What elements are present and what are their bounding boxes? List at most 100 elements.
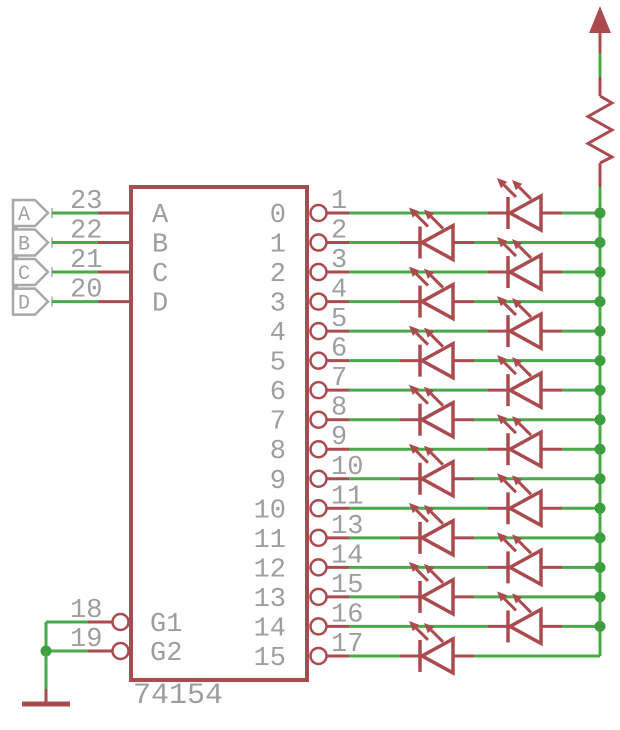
emission-arrow-shaft — [430, 215, 445, 230]
pin-number-label: 7 — [331, 364, 347, 394]
pin-number-label: 9 — [331, 423, 347, 453]
pin-number-label: 13 — [331, 512, 363, 542]
emission-arrow-head — [424, 268, 435, 279]
led-icon — [409, 502, 455, 558]
emission-arrow-head — [512, 180, 523, 191]
pin-number-label: 15 — [331, 571, 363, 601]
led-icon — [497, 355, 543, 411]
led-icon — [409, 207, 455, 263]
pin-number-label: 22 — [70, 217, 102, 247]
junction-dot — [594, 473, 606, 485]
junction-dot — [594, 207, 606, 219]
output-led-rows — [309, 178, 606, 676]
pin-number-label: 11 — [331, 482, 363, 512]
led-icon — [497, 591, 543, 647]
pin-number-label: 16 — [331, 600, 363, 630]
emission-arrow-head — [409, 620, 420, 632]
pin-number-label: 21 — [70, 246, 102, 276]
emission-arrow-head — [409, 325, 420, 336]
output-row-11 — [309, 473, 606, 529]
led-triangle — [418, 340, 455, 381]
connector-flag-icon — [11, 198, 50, 228]
pin-number-label: 17 — [331, 630, 363, 660]
resistor-icon — [584, 94, 616, 165]
emission-arrow-shaft — [503, 479, 518, 494]
input-connector-c: C — [11, 257, 131, 287]
connector-flag-icon — [11, 287, 50, 316]
ic-pin-name-label: 9 — [270, 467, 286, 497]
inverter-bubble-icon — [309, 380, 328, 400]
junction-dot — [594, 620, 606, 632]
ic-pin-name-label: 10 — [254, 496, 286, 526]
ic-pin-name-label: 4 — [270, 319, 286, 349]
inverter-bubble-icon — [309, 469, 328, 489]
output-row-7 — [309, 355, 606, 411]
junction-dot — [594, 325, 606, 337]
emission-arrow-head — [497, 532, 508, 543]
enable-ground-section — [22, 612, 130, 707]
ic-name-label: 74154 — [133, 679, 223, 713]
emission-arrow-shaft — [415, 508, 430, 523]
emission-arrow-head — [424, 209, 435, 220]
led-triangle — [506, 311, 543, 352]
ic-pin-name-label: G2 — [150, 639, 182, 669]
inverter-bubble-icon — [309, 617, 328, 636]
led-triangle — [506, 370, 543, 411]
ic-pin-name-label: C — [152, 260, 168, 290]
output-row-6 — [309, 325, 606, 381]
ic-pin-name-label: D — [152, 290, 168, 320]
emission-arrow-head — [424, 445, 435, 457]
emission-arrow-shaft — [430, 510, 445, 525]
emission-arrow-shaft — [518, 481, 533, 496]
emission-arrow-head — [424, 622, 435, 634]
ic-pin-name-label: 12 — [254, 555, 286, 585]
emission-arrow-shaft — [415, 213, 430, 228]
led-triangle — [418, 576, 455, 617]
emission-arrow-head — [497, 591, 508, 602]
led-icon — [497, 473, 543, 529]
emission-arrow-head — [497, 178, 508, 189]
input-connector-a: A — [11, 198, 131, 228]
led-icon — [497, 237, 543, 293]
led-icon — [497, 532, 543, 588]
output-row-16 — [309, 591, 606, 647]
inverter-bubble-icon — [309, 646, 328, 666]
junction-dot — [594, 266, 606, 278]
emission-arrow-shaft — [518, 599, 533, 614]
pin-number-label: 4 — [331, 276, 347, 306]
connector-label: C — [18, 263, 30, 286]
inverter-bubble-icon — [309, 321, 328, 341]
inverter-bubble-icon — [309, 262, 328, 282]
input-connector-b: B — [11, 228, 131, 257]
junction-dot — [594, 414, 606, 426]
pin-number-label: 1 — [331, 187, 347, 217]
led-triangle — [418, 517, 455, 558]
emission-arrow-head — [497, 296, 508, 307]
junction-dot — [594, 591, 606, 603]
pin-number-label: 14 — [331, 541, 363, 571]
emission-arrow-shaft — [430, 392, 445, 407]
emission-arrow-head — [512, 298, 523, 309]
ic-74154 — [129, 185, 309, 682]
inverter-bubble-icon — [309, 203, 328, 223]
output-row-5 — [309, 296, 606, 352]
inverter-bubble-icon — [309, 410, 328, 429]
junction-dot — [594, 355, 606, 367]
output-row-3 — [309, 237, 606, 293]
inverter-bubble-icon — [309, 499, 328, 518]
inverter-bubble-icon — [309, 351, 328, 370]
output-row-9 — [309, 414, 606, 470]
inverter-bubble-icon — [111, 612, 130, 632]
inverter-bubble-icon — [309, 558, 328, 577]
emission-arrow-head — [424, 504, 435, 516]
inverter-bubble-icon — [111, 641, 130, 661]
ic-pin-name-label: B — [152, 231, 168, 261]
led-triangle — [506, 252, 543, 293]
pin-number-label: 10 — [331, 453, 363, 483]
enable-pin-g2 — [46, 641, 130, 661]
output-row-8 — [309, 384, 606, 440]
connector-flag-icon — [11, 228, 50, 257]
